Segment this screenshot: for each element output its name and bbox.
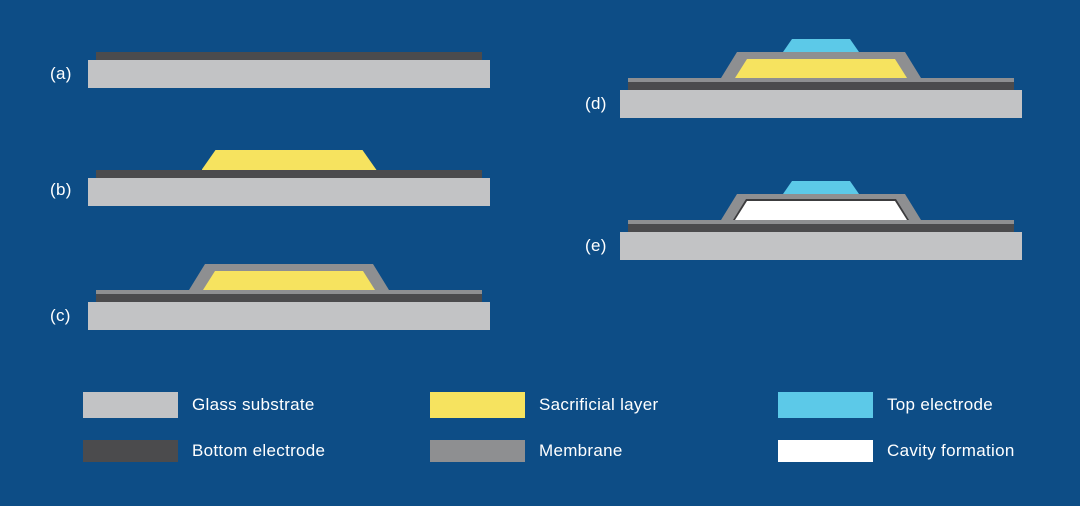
glass-substrate-layer [88, 302, 490, 330]
step-b-label: (b) [50, 180, 72, 199]
legend-label: Bottom electrode [192, 441, 326, 460]
bottom-electrode-layer [96, 52, 482, 60]
cavity-layer [735, 201, 907, 220]
step-a-label: (a) [50, 64, 72, 83]
glass-substrate-layer [88, 178, 490, 206]
legend-item-top-electrode: Top electrode [778, 392, 993, 418]
legend-item-cavity-formation: Cavity formation [778, 440, 1015, 462]
bottom-electrode-layer [628, 224, 1014, 232]
membrane-layer [96, 290, 482, 294]
legend-item-membrane: Membrane [430, 440, 623, 462]
bottom-electrode-layer [96, 170, 482, 178]
legend-item-bottom-electrode: Bottom electrode [83, 440, 325, 462]
legend-item-sacrificial-layer: Sacrificial layer [430, 392, 658, 418]
top-electrode-swatch [778, 392, 873, 418]
glass-substrate-layer [620, 232, 1022, 260]
membrane-mesa [721, 194, 921, 220]
membrane-swatch [430, 440, 525, 462]
top-electrode-layer [783, 181, 859, 194]
glass-substrate-swatch [83, 392, 178, 418]
legend-label: Sacrificial layer [539, 395, 659, 414]
step-d-label: (d) [585, 94, 607, 113]
top-electrode-layer [783, 39, 859, 52]
bottom-electrode-swatch [83, 440, 178, 462]
legend-label: Cavity formation [887, 441, 1015, 460]
legend-item-glass-substrate: Glass substrate [83, 392, 315, 418]
glass-substrate-layer [88, 60, 490, 88]
membrane-mesa [721, 52, 921, 78]
membrane-layer [628, 220, 1014, 224]
legend-label: Top electrode [887, 395, 993, 414]
sacrificial-layer [202, 150, 377, 170]
legend-label: Membrane [539, 441, 623, 460]
bottom-electrode-layer [628, 82, 1014, 90]
sacrificial-layer [735, 59, 907, 78]
cavity-formation-swatch [778, 440, 873, 462]
step-e-label: (e) [585, 236, 607, 255]
membrane-layer [628, 78, 1014, 82]
step-d-figure [620, 39, 1022, 118]
sacrificial-layer [203, 271, 375, 290]
step-a-figure [88, 52, 490, 88]
step-b-figure [88, 150, 490, 206]
sacrificial-layer-swatch [430, 392, 525, 418]
step-c-figure [88, 264, 490, 330]
glass-substrate-layer [620, 90, 1022, 118]
step-e-figure [620, 181, 1022, 260]
legend-label: Glass substrate [192, 395, 315, 414]
step-c-label: (c) [50, 306, 71, 325]
membrane-mesa [189, 264, 389, 290]
bottom-electrode-layer [96, 294, 482, 302]
